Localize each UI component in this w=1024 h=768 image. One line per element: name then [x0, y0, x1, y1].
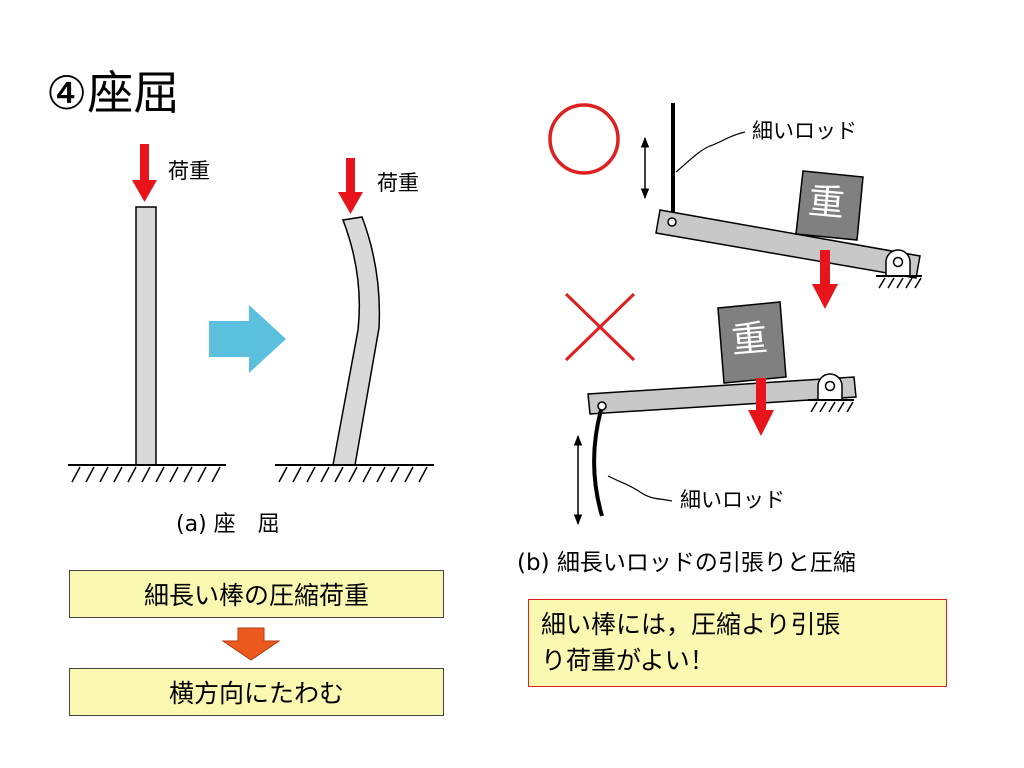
weight-label-bottom: 重 — [729, 317, 770, 362]
bad-mark-cross — [564, 292, 636, 362]
ground-left — [68, 464, 226, 483]
weight-label-top: 重 — [806, 181, 847, 225]
summary-box-deflection-text: 横方向にたわむ — [168, 679, 344, 708]
good-mark-circle — [548, 103, 620, 175]
summary-box-compression-text: 細長い棒の圧縮荷重 — [143, 581, 369, 610]
caption-b: (b) 細長いロッドの引張りと圧縮 — [517, 550, 856, 576]
caption-a: (a) 座 屈 — [176, 512, 280, 537]
load-arrow-straight — [132, 144, 157, 202]
load-arrow-buckled — [338, 158, 363, 214]
lever-beam-bottom — [587, 376, 857, 415]
lever-beam-top — [655, 209, 921, 279]
weight-block-bottom — [717, 301, 787, 384]
weight-block-top — [795, 170, 864, 241]
rod-joint-top — [667, 217, 677, 227]
load-label-straight: 荷重 — [168, 159, 210, 183]
conclusion-note: 細い棒には，圧縮より引張 り荷重がよい！ — [528, 599, 947, 687]
box-down-arrow — [221, 627, 281, 661]
rod-leader-bottom — [607, 475, 673, 502]
load-label-buckled: 荷重 — [377, 171, 419, 195]
rod-joint-bottom — [597, 401, 607, 411]
pivot-support-bottom — [808, 373, 854, 413]
rod-label-top: 細いロッド — [752, 119, 857, 143]
load-arrow-top-beam — [812, 250, 838, 309]
pivot-support-top — [876, 249, 922, 289]
rod-label-bottom: 細いロッド — [680, 488, 785, 512]
straight-column — [135, 206, 157, 466]
load-arrow-bottom-beam — [748, 378, 774, 436]
note-line-2: り荷重がよい！ — [541, 646, 715, 675]
thin-rod-bottom — [591, 409, 604, 517]
buckled-column — [332, 216, 381, 466]
page-title: ④座屈 — [46, 66, 180, 120]
ground-middle — [275, 464, 434, 483]
summary-box-deflection: 横方向にたわむ — [69, 668, 444, 716]
note-line-1: 細い棒には，圧縮より引張 — [541, 610, 841, 639]
summary-box-compression: 細長い棒の圧縮荷重 — [69, 570, 444, 618]
rod-leader-top — [675, 131, 746, 173]
transition-arrow — [209, 305, 286, 373]
